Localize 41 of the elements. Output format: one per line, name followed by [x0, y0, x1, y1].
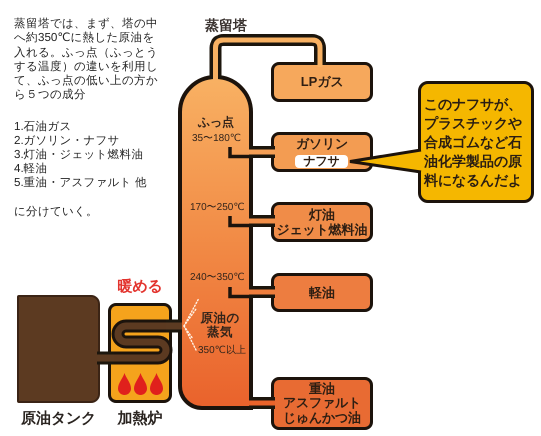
bubble-text: このナフサが、プラスチックや合成ゴムなど石油化学製品の原料になるんだよ — [424, 94, 523, 190]
furnace-label: 加熱炉 — [118, 410, 162, 427]
pipe — [97, 354, 114, 362]
list-item: 3.灯油・ジェット燃料油 — [14, 148, 144, 162]
boiling-point-label: ふっ点 — [198, 116, 234, 130]
heat-label: 暖める — [118, 279, 162, 295]
description-text: 蒸留塔では、まず、塔の中へ約350℃に熱した原油を入れる。ふっ点（ふっとうする温度）の違いを利用して、ふっ点の低い上の方から５つの成分 — [14, 17, 159, 103]
pipe — [213, 38, 322, 81]
product-name: ジェット燃料油 — [276, 222, 368, 238]
product-name: じゅんかつ油 — [283, 410, 361, 426]
temperature-label: 240〜350℃ — [190, 272, 245, 284]
pipe — [249, 150, 275, 154]
bubble-pointer — [348, 148, 422, 174]
product-name: ガソリン — [296, 136, 348, 152]
tower-label: 蒸留塔 — [205, 17, 247, 33]
product-name: LPガス — [300, 74, 344, 90]
product-box — [271, 62, 373, 102]
temperature-label: 170〜250℃ — [190, 202, 245, 214]
closing-text: に分けていく。 — [14, 205, 98, 220]
speech-bubble — [418, 81, 534, 203]
product-name: アスファルト — [283, 396, 361, 411]
product-name: 軽油 — [309, 284, 335, 300]
list-item: 4.軽油 — [14, 162, 48, 176]
vapor-label: 原油の蒸気 — [200, 312, 240, 339]
product-name: 重油 — [309, 382, 335, 396]
product-tag — [295, 155, 348, 168]
pipe — [166, 322, 182, 330]
tank-label: 原油タンク — [21, 410, 96, 427]
temperature-label: 350℃以上 — [198, 345, 246, 356]
list-item: 1.石油ガス — [14, 120, 72, 134]
pipe — [249, 290, 275, 294]
product-box — [271, 273, 373, 312]
product-box — [271, 202, 373, 242]
product-box — [271, 377, 373, 430]
list-item: 5.重油・アスファルト 他 — [14, 176, 147, 190]
tag-text: ナフサ — [304, 155, 340, 168]
pipe — [249, 218, 275, 224]
temperature-label: 35〜180℃ — [192, 133, 242, 144]
pipe — [249, 400, 275, 406]
list-item: 2.ガソリン・ナフサ — [14, 134, 120, 148]
product-name: 灯油 — [309, 206, 335, 222]
